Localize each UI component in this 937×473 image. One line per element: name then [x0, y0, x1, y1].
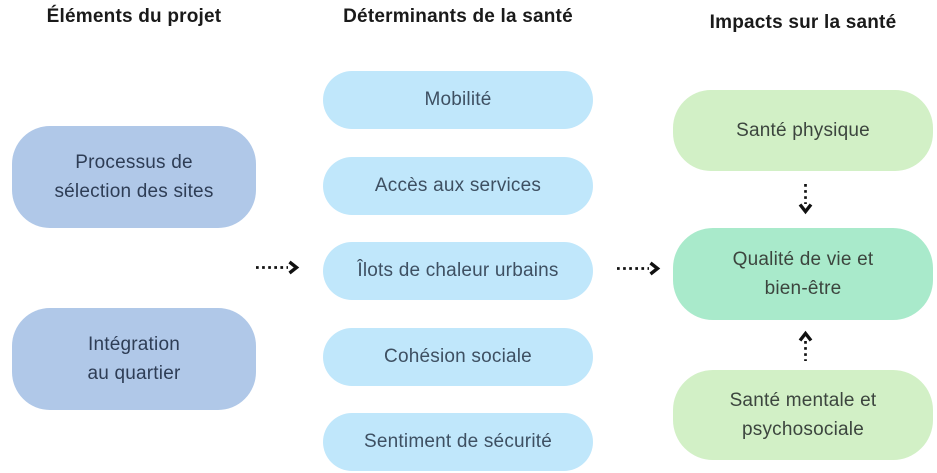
dotted-right-arrow-icon — [617, 261, 661, 276]
box-mobility: Mobilité — [323, 71, 593, 129]
box-text-line: Cohésion sociale — [384, 346, 532, 368]
dotted-down-arrow-icon — [798, 184, 813, 215]
box-text-line: au quartier — [87, 363, 181, 384]
box-physical-health: Santé physique — [673, 90, 933, 171]
box-text-line: Santé mentale et — [729, 389, 877, 411]
box-quality-of-life-wellbeing: Qualité de vie et bien-être — [673, 228, 933, 320]
dotted-right-arrow-icon — [256, 260, 300, 275]
box-text-line: Îlots de chaleur urbains — [357, 260, 559, 282]
box-urban-heat-islands: Îlots de chaleur urbains — [323, 242, 593, 300]
box-text-line: Santé physique — [736, 119, 870, 141]
box-text-line: Mobilité — [424, 89, 492, 111]
box-site-selection-process: Processus de sélection des sites — [12, 126, 256, 228]
box-text-line: psychosociale — [742, 419, 864, 440]
column-title-health-impacts: Impacts sur la santé — [709, 12, 897, 33]
box-social-cohesion: Cohésion sociale — [323, 328, 593, 386]
column-title-project-elements: Éléments du projet — [46, 6, 222, 27]
box-neighbourhood-integration: Intégration au quartier — [12, 308, 256, 410]
box-text-line: Processus de — [75, 151, 193, 173]
box-text-line: Qualité de vie et — [732, 248, 874, 270]
box-text-line: sélection des sites — [54, 181, 214, 202]
box-feeling-of-safety: Sentiment de sécurité — [323, 413, 593, 471]
column-title-health-determinants: Déterminants de la santé — [343, 6, 573, 27]
box-text-line: Sentiment de sécurité — [364, 431, 552, 453]
box-text-line: bien-être — [764, 278, 842, 299]
dotted-up-arrow-icon — [798, 330, 813, 361]
box-access-to-services: Accès aux services — [323, 157, 593, 215]
box-text-line: Accès aux services — [374, 175, 542, 197]
box-mental-psychosocial-health: Santé mentale et psychosociale — [673, 370, 933, 460]
box-text-line: Intégration — [88, 333, 180, 355]
